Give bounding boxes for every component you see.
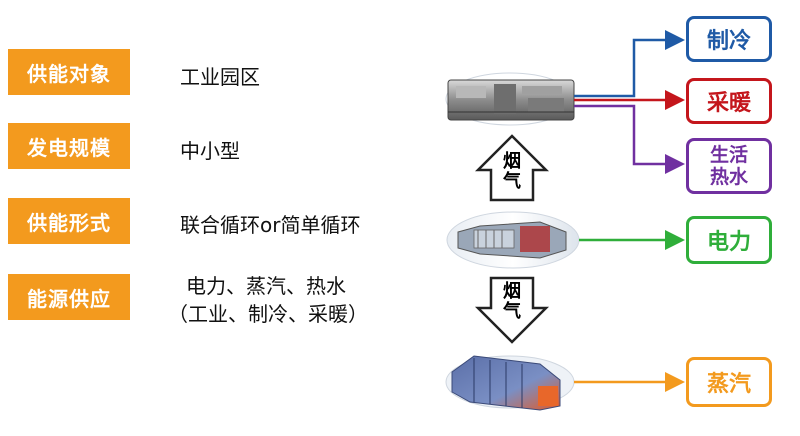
output-steam: 蒸汽: [686, 357, 772, 407]
gas-turbine-image: [446, 211, 580, 269]
value-generation-scale: 中小型: [180, 139, 240, 163]
label-supply-target-text: 供能对象: [27, 61, 111, 86]
output-steam-label: 蒸汽: [706, 372, 751, 397]
connector-cooling: [574, 30, 685, 98]
flue-gas-up-line1: 烟: [503, 151, 521, 172]
flue-gas-label-down: 烟 气: [500, 282, 524, 322]
output-cooling: 制冷: [686, 16, 772, 62]
flue-gas-arrow-up: [474, 134, 550, 202]
label-generation-scale: 发电规模: [8, 123, 130, 169]
label-supply-form: 供能形式: [8, 198, 130, 244]
label-supply-form-text: 供能形式: [27, 210, 111, 235]
output-heating-label: 采暖: [706, 91, 751, 116]
label-supply-target: 供能对象: [8, 49, 130, 95]
output-power-label: 电力: [706, 230, 751, 255]
output-hotwater-line1: 生活: [709, 144, 748, 166]
flue-gas-down-line1: 烟: [503, 281, 521, 302]
heat-recovery-boiler-image: [445, 355, 575, 411]
connector-hotwater: [574, 104, 685, 174]
value-energy-supply-line1: 电力、蒸汽、热水: [186, 274, 346, 298]
output-cooling-label: 制冷: [706, 29, 751, 54]
value-energy-supply-line2: （工业、制冷、采暖）: [168, 302, 368, 326]
label-energy-supply-text: 能源供应: [27, 286, 111, 311]
flue-gas-label-up: 烟 气: [500, 152, 524, 192]
output-power: 电力: [686, 216, 772, 264]
output-heating: 采暖: [686, 78, 772, 124]
label-generation-scale-text: 发电规模: [27, 135, 111, 160]
output-hotwater: 生活 热水: [686, 138, 772, 194]
value-supply-form: 联合循环or简单循环: [180, 213, 361, 237]
flue-gas-down-line2: 气: [503, 301, 521, 322]
absorption-chiller-image: [445, 72, 575, 126]
label-energy-supply: 能源供应: [8, 274, 130, 320]
flue-gas-arrow-down: [474, 276, 550, 344]
output-hotwater-line2: 热水: [709, 166, 748, 188]
value-supply-target: 工业园区: [180, 65, 260, 89]
flue-gas-up-line2: 气: [503, 171, 521, 192]
